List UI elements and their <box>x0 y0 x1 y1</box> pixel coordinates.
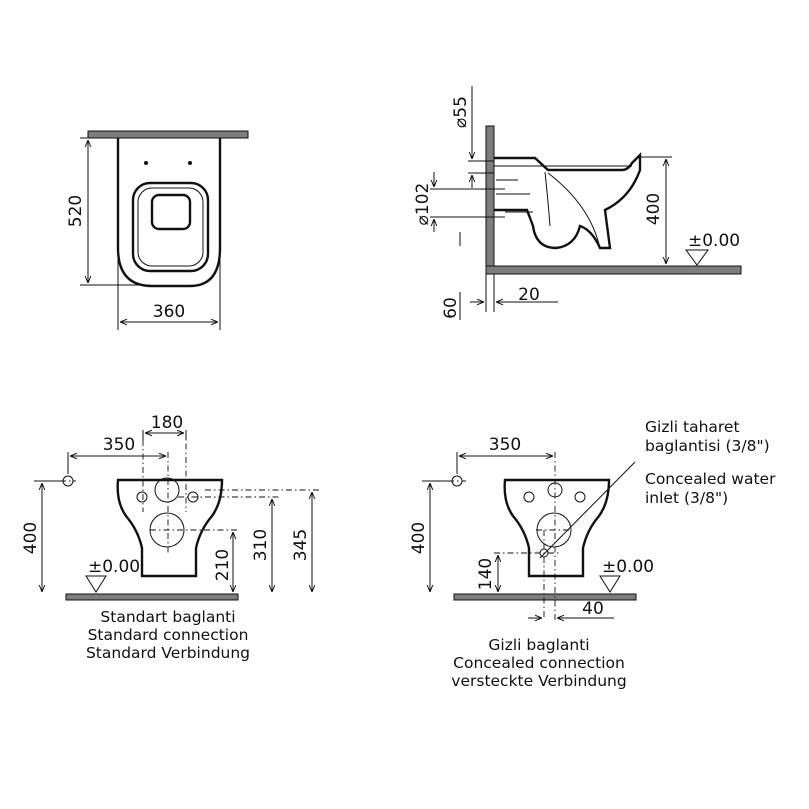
callout-line-2: baglantisi (3/8") <box>645 437 770 455</box>
side-trap <box>496 171 551 227</box>
callout-line-1: Gizli taharet <box>645 418 740 436</box>
dim-350-label: 350 <box>103 435 135 455</box>
dim-20-label: 20 <box>518 285 540 305</box>
top-view: 520 360 <box>66 130 249 330</box>
concealed-caption-line-3: versteckte Verbindung <box>451 672 626 690</box>
front-view-standard: 180 350 400 ±0.00 210 310 345 Standart b… <box>21 413 320 662</box>
standard-fixing-left <box>136 491 148 503</box>
standard-caption-line-3: Standard Verbindung <box>86 644 250 662</box>
callout-leader <box>539 461 636 559</box>
dim-40-label: 40 <box>582 599 604 619</box>
concealed-floor <box>453 593 637 601</box>
top-seat-outer <box>131 181 210 273</box>
callout-line-4: inlet (3/8") <box>645 489 728 507</box>
standard-level-marker <box>85 575 107 593</box>
dim-60-label: 60 <box>441 297 461 319</box>
top-seat-inner <box>137 187 204 267</box>
dim-345-label: 345 <box>291 529 311 561</box>
concealed-fixing-left <box>523 491 535 503</box>
side-floor <box>485 265 742 275</box>
dim-180-label: 180 <box>151 413 183 433</box>
top-fixing-hole-left <box>144 161 148 165</box>
dim-140-label: 140 <box>476 558 496 590</box>
dim-front-400-label: 400 <box>21 522 41 554</box>
side-floor-level-label: ±0.00 <box>688 231 740 251</box>
concealed-fixing-right <box>574 491 586 503</box>
callout-line-3: Concealed water <box>645 470 776 488</box>
standard-floor <box>65 593 239 601</box>
standard-caption-line-1: Standart baglanti <box>100 608 235 626</box>
dim-360-label: 360 <box>153 302 185 322</box>
dim-concealed-350-label: 350 <box>489 435 521 455</box>
dim-310-label: 310 <box>251 529 271 561</box>
dim-diameter-102-label: ⌀102 <box>413 183 433 226</box>
top-wall <box>87 130 249 139</box>
top-seat-opening <box>150 193 192 231</box>
concealed-bowl-outline <box>503 478 611 578</box>
dim-520-label: 520 <box>66 195 86 227</box>
side-view: ⌀55 ⌀102 400 ±0.00 60 20 <box>413 86 742 320</box>
dim-210-label: 210 <box>213 549 233 581</box>
dim-diameter-55-label: ⌀55 <box>451 96 471 128</box>
top-fixing-hole-right <box>188 161 192 165</box>
side-wall <box>485 125 495 273</box>
standard-bowl-outline <box>116 478 224 578</box>
dim-side-400-label: 400 <box>644 193 664 225</box>
concealed-caption-line-1: Gizli baglanti <box>488 636 589 654</box>
concealed-level-marker <box>599 575 621 593</box>
dim-concealed-400-label: 400 <box>409 522 429 554</box>
side-inner-curve <box>547 172 601 249</box>
concealed-floor-level-label: ±0.00 <box>602 557 654 577</box>
concealed-caption-line-2: Concealed connection <box>453 654 625 672</box>
side-bowl-outline <box>494 152 642 250</box>
standard-floor-level-label: ±0.00 <box>88 557 140 577</box>
front-view-concealed: 350 400 140 40 ±0.00 Gizli taharet bagla… <box>409 418 776 690</box>
top-bowl-outline <box>116 138 222 288</box>
side-level-marker <box>685 249 709 266</box>
standard-caption-line-2: Standard connection <box>88 626 249 644</box>
standard-water-inlet <box>154 477 180 503</box>
